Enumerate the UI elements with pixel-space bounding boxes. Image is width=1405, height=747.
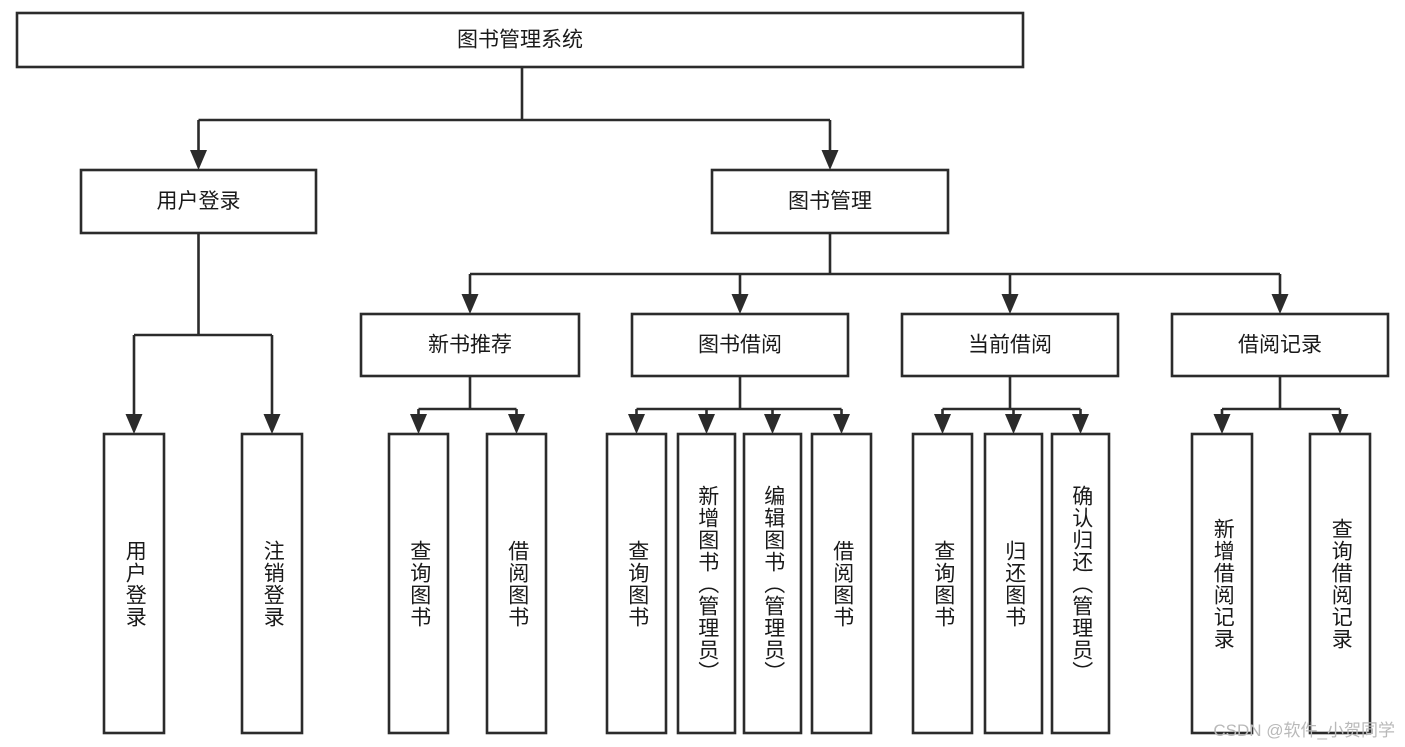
node-label-level1-0: 用户登录 — [157, 190, 241, 213]
arrow-head-icon — [821, 150, 839, 170]
node-label-level2-3: 借阅记录 — [1238, 334, 1322, 357]
node-box-level2-1[interactable] — [630, 312, 850, 378]
arrow-head-icon — [190, 150, 207, 170]
node-box-level2-3[interactable] — [1170, 312, 1390, 378]
arrow-head-icon — [125, 414, 143, 434]
node-label-level1-1: 图书管理 — [788, 190, 872, 213]
arrow-head-icon — [263, 414, 281, 434]
node-box-level2-0[interactable] — [359, 312, 581, 378]
arrow-head-icon — [833, 414, 850, 434]
leaf-box-2[interactable] — [387, 432, 450, 735]
arrow-head-icon — [764, 414, 781, 434]
leaf-box-10[interactable] — [1050, 432, 1111, 735]
leaf-box-5[interactable] — [676, 432, 737, 735]
leaf-box-0[interactable] — [102, 432, 166, 735]
node-label-root: 图书管理系统 — [457, 29, 583, 52]
node-box-root[interactable] — [15, 11, 1025, 69]
connector-layer — [125, 67, 1349, 434]
leaf-box-9[interactable] — [983, 432, 1044, 735]
leaf-box-12[interactable] — [1308, 432, 1372, 735]
node-box-level2-2[interactable] — [900, 312, 1120, 378]
leaf-box-4[interactable] — [605, 432, 668, 735]
arrow-head-icon — [1331, 414, 1349, 434]
leaf-box-11[interactable] — [1190, 432, 1254, 735]
arrow-head-icon — [1213, 414, 1231, 434]
node-box-level1-0[interactable] — [79, 168, 318, 235]
node-label-level2-0: 新书推荐 — [428, 334, 512, 357]
leaf-box-3[interactable] — [485, 432, 548, 735]
node-box-level1-1[interactable] — [710, 168, 950, 235]
arrow-head-icon — [1005, 414, 1022, 434]
leaf-box-8[interactable] — [911, 432, 974, 735]
leaf-box-7[interactable] — [810, 432, 873, 735]
node-box-layer — [15, 11, 1390, 735]
watermark-text: CSDN @软件_小贺同学 — [1213, 721, 1395, 740]
arrow-head-icon — [1001, 294, 1019, 314]
arrow-head-icon — [1072, 414, 1089, 434]
node-label-level2-1: 图书借阅 — [698, 334, 782, 357]
arrow-head-icon — [508, 414, 525, 434]
arrow-head-icon — [698, 414, 715, 434]
leaf-box-6[interactable] — [742, 432, 803, 735]
arrow-head-icon — [731, 294, 749, 314]
arrow-head-icon — [410, 414, 427, 434]
arrow-head-icon — [1271, 294, 1289, 314]
node-label-level2-2: 当前借阅 — [968, 334, 1052, 357]
leaf-box-1[interactable] — [240, 432, 304, 735]
arrow-head-icon — [934, 414, 951, 434]
arrow-head-icon — [461, 294, 479, 314]
arrow-head-icon — [628, 414, 645, 434]
